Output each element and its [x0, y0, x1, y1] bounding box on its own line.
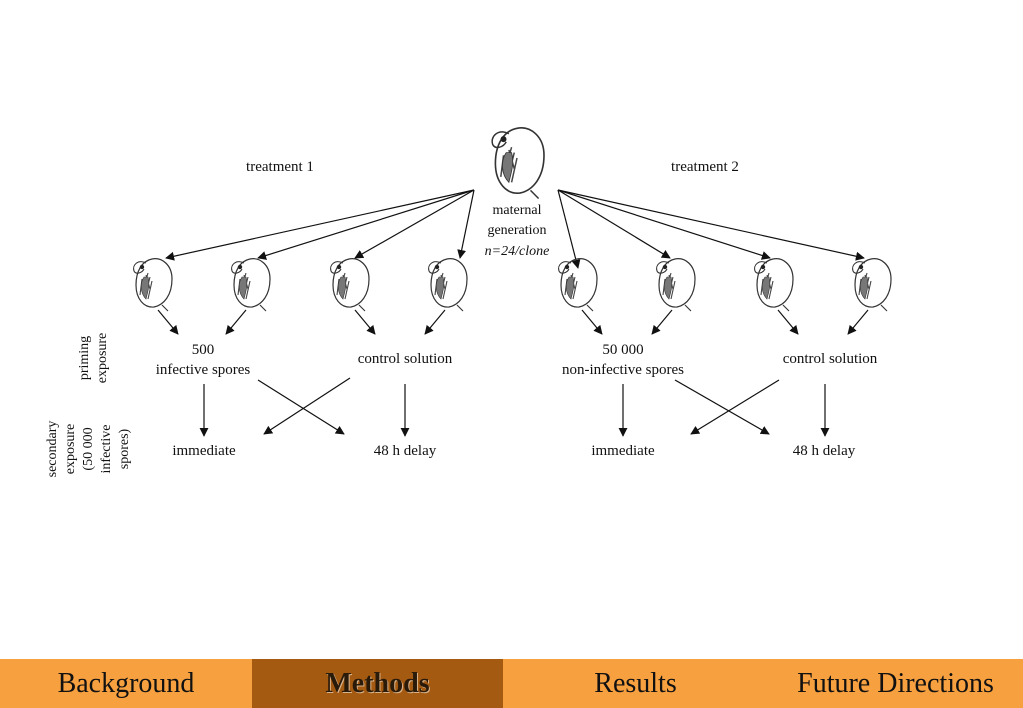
tab-future-directions[interactable]: Future Directions: [768, 659, 1023, 708]
maternal-arrows: [165, 189, 865, 269]
secondary-exposure-label: secondary exposure (50 000 infective spo…: [45, 421, 132, 478]
svg-text:spores): spores): [117, 428, 132, 469]
maternal-daphnia-icon: [491, 127, 545, 200]
priming-exposure-label: priming exposure: [77, 333, 110, 384]
svg-text:infective: infective: [99, 425, 114, 474]
t1-control-label: control solution: [358, 351, 453, 367]
t1-delay-label: 48 h delay: [374, 443, 437, 459]
treatment-1-label: treatment 1: [246, 159, 314, 175]
daphnia-icon: [330, 258, 370, 312]
t1-infective-count: 500: [192, 342, 215, 358]
daphnia-icon: [656, 258, 696, 312]
svg-text:exposure: exposure: [63, 424, 78, 475]
t2-noninfective-count: 50 000: [602, 342, 643, 358]
secondary-arrows: [199, 377, 830, 437]
daphnia-icon: [428, 258, 468, 312]
t1-immediate-label: immediate: [172, 443, 236, 459]
daphnia-icon: [231, 258, 271, 312]
svg-text:exposure: exposure: [95, 333, 110, 384]
tab-results[interactable]: Results: [503, 659, 768, 708]
maternal-label-line3: n=24/clone: [485, 244, 550, 259]
svg-text:secondary: secondary: [45, 421, 60, 478]
tab-methods[interactable]: Methods: [252, 659, 503, 708]
daphnia-icon: [852, 258, 892, 312]
daphnia-icon: [133, 258, 173, 312]
treatment-2-label: treatment 2: [671, 159, 739, 175]
daphnia-icon: [754, 258, 794, 312]
t2-noninfective-label: non-infective spores: [562, 362, 684, 378]
t2-control-label: control solution: [783, 351, 878, 367]
svg-text:priming: priming: [77, 336, 92, 380]
maternal-label-line2: generation: [487, 223, 546, 238]
t1-infective-label: infective spores: [156, 362, 251, 378]
svg-text:(50 000: (50 000: [81, 427, 96, 470]
priming-arrows: [157, 309, 869, 335]
maternal-label-line1: maternal: [493, 203, 542, 218]
section-nav-bar: Background Methods Results Future Direct…: [0, 659, 1023, 708]
experimental-design-diagram: treatment 1 treatment 2 maternal generat…: [45, 127, 892, 478]
t2-delay-label: 48 h delay: [793, 443, 856, 459]
t2-immediate-label: immediate: [591, 443, 655, 459]
tab-background[interactable]: Background: [0, 659, 252, 708]
